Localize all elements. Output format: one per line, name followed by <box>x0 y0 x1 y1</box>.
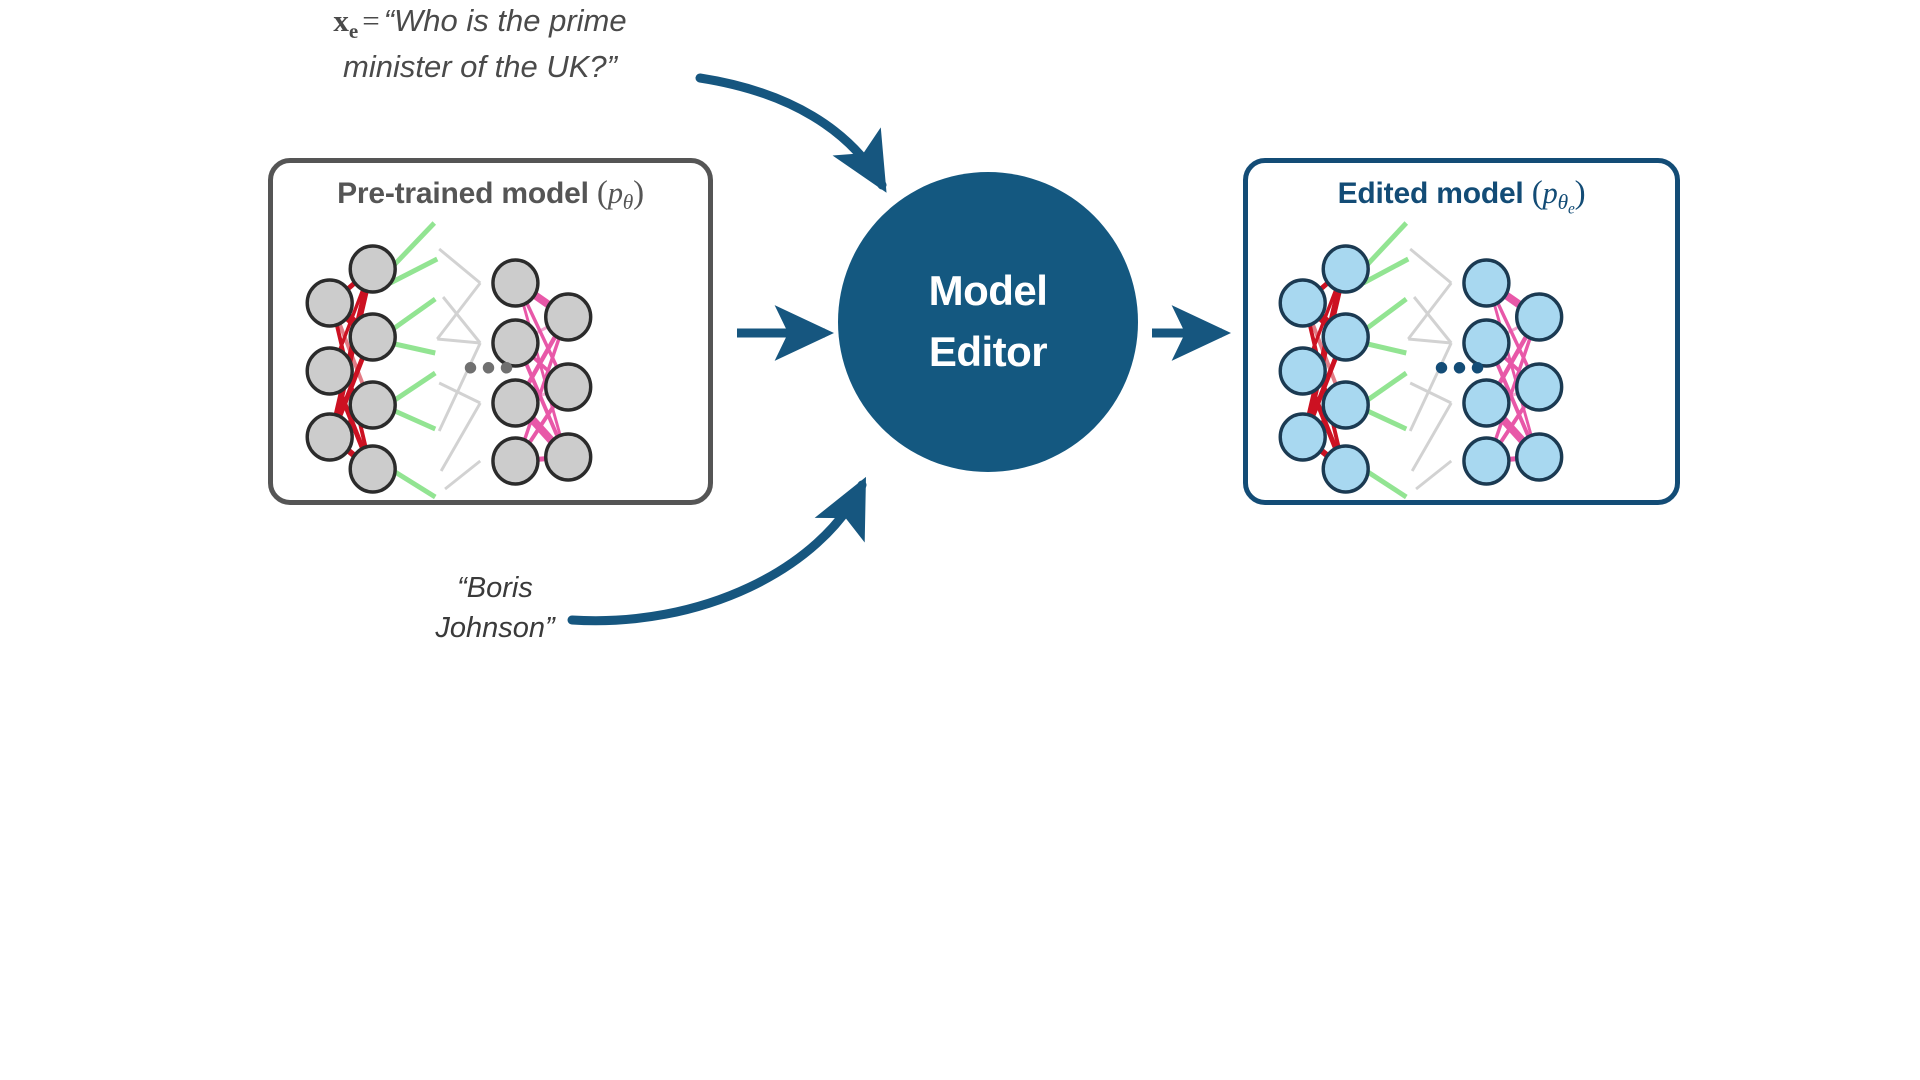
input-query-line2: minister of the UK?” <box>343 48 617 84</box>
target-answer-line2: Johnson” <box>435 612 555 645</box>
arrow-input-to-editor <box>695 73 887 193</box>
paren-close: ) <box>1574 175 1586 211</box>
pretrained-title-text: Pre-trained model <box>337 177 589 210</box>
arrow-answer-to-editor <box>567 476 867 626</box>
pretrained-model-title: Pre-trained model (pθ) <box>273 175 708 215</box>
edited-ellipsis: ••• <box>1434 346 1489 390</box>
input-symbol-subscript: e <box>348 19 359 44</box>
edited-model-title: Edited model (pθe) <box>1248 175 1675 218</box>
target-answer-label: “Boris Johnson” <box>380 568 610 648</box>
model-editor-node: Model Editor <box>838 172 1138 472</box>
edited-param-symbol: pθe <box>1542 176 1575 218</box>
model-editor-label-line1: Model <box>928 267 1048 315</box>
edited-title-text: Edited model <box>1337 177 1524 210</box>
equals-sign: = <box>362 3 380 38</box>
input-symbol: xe <box>333 3 359 44</box>
pretrained-network-graphic <box>305 221 593 500</box>
target-answer-line1: “Boris <box>457 572 533 604</box>
input-query-label: xe=“Who is the prime minister of the UK?… <box>270 0 690 88</box>
model-editor-label-line2: Editor <box>928 328 1048 375</box>
input-query-line1: “Who is the prime <box>383 3 627 38</box>
pretrained-model-box: Pre-trained model (pθ) <box>268 158 713 505</box>
paren-open: ( <box>1531 175 1543 211</box>
edited-model-box: Edited model (pθe) <box>1243 158 1680 505</box>
pretrained-param-symbol: pθ <box>607 176 634 214</box>
pretrained-ellipsis: ••• <box>463 346 518 390</box>
edited-network-graphic <box>1278 221 1564 500</box>
paren-open: ( <box>596 175 608 211</box>
paren-close: ) <box>633 175 644 211</box>
